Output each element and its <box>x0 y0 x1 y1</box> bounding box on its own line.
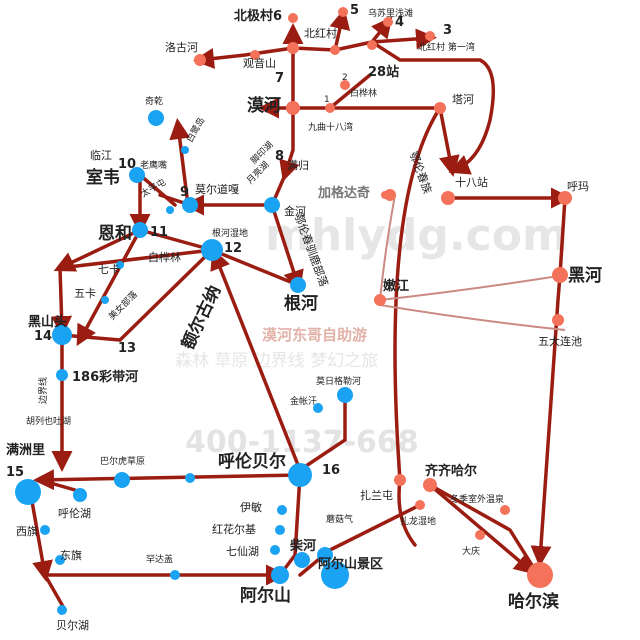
label-jinzhangan: 金帐汗 <box>290 397 318 407</box>
label-mangui: 满归 <box>287 159 309 172</box>
label-enhe: 恩和 <box>98 224 132 244</box>
label-chaihe: 柴河 <box>290 539 317 554</box>
label-beihongcun: 北红村 <box>304 27 337 40</box>
label-shiwei: 室韦 <box>86 168 120 188</box>
label-moerdaoga: 莫尔道嘎 <box>195 183 239 196</box>
label-heishantou: 黑山头 <box>28 315 68 330</box>
label-nenjiang: 嫩江 <box>383 279 410 294</box>
label-n2: 2 <box>342 73 348 83</box>
watermark-brand: 漠河东哥自助游 <box>262 326 367 344</box>
label-wuka: 五卡 <box>74 287 96 300</box>
label-shibazhan: 十八站 <box>455 176 488 189</box>
label-luoguhe: 洛古河 <box>165 41 198 54</box>
label-n28: 28站 <box>368 65 400 80</box>
label-xiqi: 西旗 <box>16 525 38 538</box>
label-honghuaerji: 红花尔基 <box>212 523 256 536</box>
watermark-slogan: 森林 草原 边界线 梦幻之旅 <box>175 351 378 371</box>
label-yimin: 伊敏 <box>240 501 262 514</box>
label-n8: 8 <box>275 149 285 164</box>
label-n3: 3 <box>443 23 453 38</box>
label-handagai: 罕达盖 <box>146 555 174 565</box>
label-dongjishiwai: 冬季室外温泉 <box>450 495 505 505</box>
node-aershanjingqu <box>321 561 349 589</box>
label-moriguhe: 莫日格勒河 <box>316 377 362 387</box>
watermark-site: mhlydg.com <box>265 210 568 261</box>
label-baihualin1: 白桦林 <box>350 89 378 99</box>
label-wusuli: 乌苏里浅滩 <box>368 9 414 19</box>
label-guanyinshan: 观音山 <box>243 57 276 70</box>
node-aershan <box>271 566 289 584</box>
node-shiwei <box>129 167 145 183</box>
label-zhalantun: 扎兰屯 <box>360 489 393 502</box>
label-n4: 4 <box>395 15 405 30</box>
label-bianjiexian: 边界线 <box>39 376 49 404</box>
label-beijicun: 北极村6 <box>234 9 283 24</box>
label-qixianhu: 七仙湖 <box>226 545 259 558</box>
label-n12: 12 <box>224 241 243 256</box>
label-wudalianchi: 五大连池 <box>538 335 582 348</box>
label-zhalongshidi: 扎龙湿地 <box>400 517 437 527</box>
label-hulunhu: 呼伦湖 <box>58 507 91 520</box>
node-hulunbeier <box>288 463 312 487</box>
label-dongqi: 东旗 <box>60 549 82 562</box>
label-daqing: 大庆 <box>462 547 481 557</box>
label-aershan: 阿尔山 <box>240 586 291 606</box>
label-n7: 7 <box>275 71 285 86</box>
node-qiqian <box>148 110 164 126</box>
label-hulunbeier: 呼伦贝尔 <box>218 452 286 472</box>
label-n5: 5 <box>350 3 360 18</box>
label-linjiang: 临江 <box>90 149 112 162</box>
label-qiqihaer: 齐齐哈尔 <box>425 464 478 479</box>
label-n9: 9 <box>180 185 190 200</box>
label-n15: 15 <box>6 465 25 480</box>
label-heihe: 黑河 <box>568 266 602 286</box>
label-jiagedaqi: 加格达奇 <box>318 186 371 201</box>
label-qidian: 奇乾 <box>145 97 164 107</box>
label-genhe: 根河 <box>284 294 318 314</box>
node-enhe <box>132 222 148 238</box>
label-moguqi: 蘑菇气 <box>326 515 354 525</box>
label-jinhe: 金河 <box>284 205 306 218</box>
node-manzhouli <box>15 479 41 505</box>
blue-nodes <box>15 110 353 615</box>
node-heishantou <box>52 325 72 345</box>
node-haerbin <box>527 562 553 588</box>
secondary-road <box>379 194 566 331</box>
label-baerhu: 巴尔虎草原 <box>100 457 146 467</box>
label-laoyingzui: 老鹰嘴 <box>140 161 168 171</box>
label-n1: 1 <box>324 95 330 105</box>
route-lines <box>28 8 572 612</box>
label-baihualin2: 白桦林 <box>148 251 181 264</box>
label-manzhouli: 满洲里 <box>6 443 46 458</box>
watermark-phone: 400-1137-668 <box>185 425 419 460</box>
label-n13: 13 <box>118 341 137 356</box>
label-mohe: 漠河 <box>247 96 281 116</box>
label-genheshidi: 根河湿地 <box>212 229 249 239</box>
node-moerdaoga <box>182 197 198 213</box>
node-jinhe <box>264 197 280 213</box>
label-n10: 10 <box>118 157 137 172</box>
label-aershanjingqu: 阿尔山景区 <box>318 557 384 572</box>
label-jiuqu: 九曲十八湾 <box>308 123 354 133</box>
node-erguna <box>201 239 223 261</box>
node-genhe <box>290 277 306 293</box>
label-hulieyetu: 胡列也吐湖 <box>26 417 72 427</box>
label-n14: 14 <box>34 329 53 344</box>
label-huma: 呼玛 <box>567 180 589 193</box>
label-haerbin: 哈尔滨 <box>508 592 559 612</box>
label-n16: 16 <box>322 463 341 478</box>
orange-nodes <box>194 7 572 588</box>
label-tahe: 塔河 <box>452 93 474 106</box>
label-dijiwan: 北红村 第一湾 <box>418 43 475 53</box>
label-qika: 七卡 <box>98 263 120 276</box>
label-beierhu: 贝尔湖 <box>56 619 89 632</box>
label-caidaihe: 186彩带河 <box>72 370 139 385</box>
label-n11: 11 <box>150 225 169 240</box>
